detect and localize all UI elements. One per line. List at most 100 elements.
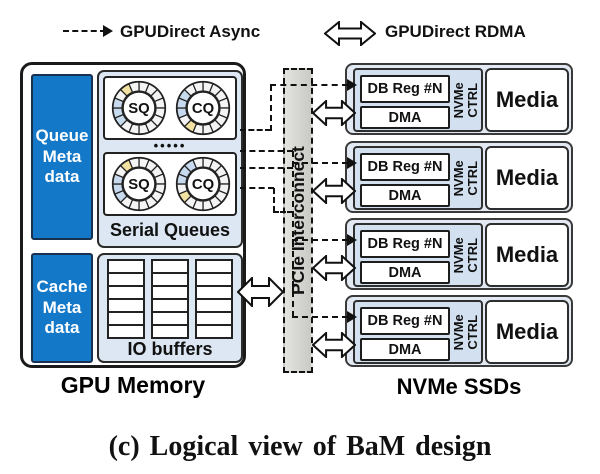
media-box: Media (485, 146, 569, 210)
media-box: Media (485, 68, 569, 132)
io-buffer-column (151, 259, 189, 339)
io-buffer-cell (197, 261, 231, 274)
legend-rdma-double-arrow-icon (323, 19, 377, 48)
legend-rdma-label: GPUDirect RDMA (385, 22, 526, 41)
io-buffer-column (107, 259, 145, 339)
ellipsis-dots: ••••• (153, 138, 187, 153)
db-reg-box: DB Reg #N (360, 307, 450, 335)
io-buffer-cell (109, 274, 143, 287)
rdma-arrow-ssd4-icon (311, 330, 357, 360)
io-buffer-column (195, 259, 233, 339)
io-buffer-cell (109, 326, 143, 337)
svg-text:SQ: SQ (128, 101, 149, 117)
io-buffer-cell (153, 326, 187, 337)
media-box: Media (485, 223, 569, 287)
async-link-to-ssd3 (292, 239, 348, 241)
io-buffer-cell (197, 287, 231, 300)
svg-text:CQ: CQ (192, 101, 214, 117)
io-buffer-cell (153, 261, 187, 274)
io-buffers-label: IO buffers (127, 339, 213, 359)
sq-ring-2: SQ (111, 156, 167, 212)
queue-meta-line3: data (44, 167, 80, 187)
async-link-to-ssd2 (292, 162, 348, 164)
cache-meta-line3: data (44, 318, 80, 338)
db-reg-box: DB Reg #N (360, 230, 450, 258)
queue-metadata-box: Queue Meta data (31, 74, 93, 240)
async-link-stub-5 (273, 211, 293, 213)
dma-box: DMA (360, 261, 450, 284)
dma-box: DMA (360, 338, 450, 361)
serial-queues-panel: SQ CQ ••••• SQ CQ Serial Queues (97, 70, 243, 248)
io-buffer-cell (153, 287, 187, 300)
async-link-stub-4 (240, 187, 274, 189)
rdma-arrow-ssd3-icon (311, 253, 357, 283)
async-link-stub-3 (240, 167, 293, 169)
sq-ring-1: SQ (111, 80, 167, 136)
queue-pair-box-2: SQ CQ (103, 152, 237, 216)
io-buffer-cell (153, 274, 187, 287)
rdma-arrow-ssd1-icon (311, 98, 357, 128)
serial-queues-label: Serial Queues (109, 220, 231, 240)
async-link-stub-2 (240, 150, 293, 152)
async-link-stub-1 (240, 129, 271, 131)
async-link-riser-1 (270, 85, 272, 131)
async-arrowhead-ssd2-icon (347, 157, 357, 169)
rdma-arrow-gpu-pcie-icon (236, 275, 285, 309)
io-buffer-cell (197, 300, 231, 313)
figure-caption: (c) Logical view of BaM design (108, 431, 492, 462)
nvme-ssds-title: NVMe SSDs (396, 374, 522, 399)
legend-async-label: GPUDirect Async (120, 22, 261, 41)
io-buffer-cell (109, 300, 143, 313)
dma-box: DMA (360, 184, 450, 207)
io-buffers-grid (107, 259, 233, 339)
async-link-trunk (292, 151, 294, 317)
legend-dashed-arrow-line (63, 30, 106, 32)
async-link-riser-2 (273, 188, 275, 212)
io-buffer-cell (197, 326, 231, 337)
io-buffer-cell (153, 313, 187, 326)
legend-dashed-arrowhead-icon (103, 25, 113, 37)
queue-pair-box-1: SQ CQ (103, 76, 237, 140)
io-buffer-cell (197, 313, 231, 326)
async-arrowhead-ssd1-icon (347, 79, 357, 91)
io-buffer-cell (153, 300, 187, 313)
db-reg-box: DB Reg #N (360, 75, 450, 103)
async-link-to-ssd4 (292, 316, 348, 318)
cache-metadata-box: Cache Meta data (31, 253, 93, 363)
db-reg-box: DB Reg #N (360, 153, 450, 181)
cq-ring-2: CQ (175, 156, 231, 212)
async-arrowhead-ssd3-icon (347, 234, 357, 246)
io-buffers-panel: IO buffers (97, 253, 243, 363)
io-buffer-cell (109, 287, 143, 300)
cache-meta-line1: Cache (36, 276, 88, 296)
pcie-interconnect-bar: PCIe Interconnect (283, 68, 313, 373)
dma-box: DMA (360, 106, 450, 129)
media-box: Media (485, 300, 569, 364)
queue-meta-line1: Queue (35, 125, 89, 145)
gpu-memory-title: GPU Memory (60, 372, 206, 398)
svg-text:SQ: SQ (128, 177, 149, 193)
cq-ring-1: CQ (175, 80, 231, 136)
io-buffer-cell (109, 313, 143, 326)
cache-meta-line2: Meta (42, 297, 82, 317)
io-buffer-cell (197, 274, 231, 287)
queue-meta-line2: Meta (42, 146, 82, 166)
rdma-arrow-ssd2-icon (311, 176, 357, 206)
async-link-to-ssd1 (270, 84, 348, 86)
async-arrowhead-ssd4-icon (347, 311, 357, 323)
gpu-memory-panel: Queue Meta data SQ CQ ••••• SQ CQ (20, 62, 246, 368)
svg-text:CQ: CQ (192, 177, 214, 193)
